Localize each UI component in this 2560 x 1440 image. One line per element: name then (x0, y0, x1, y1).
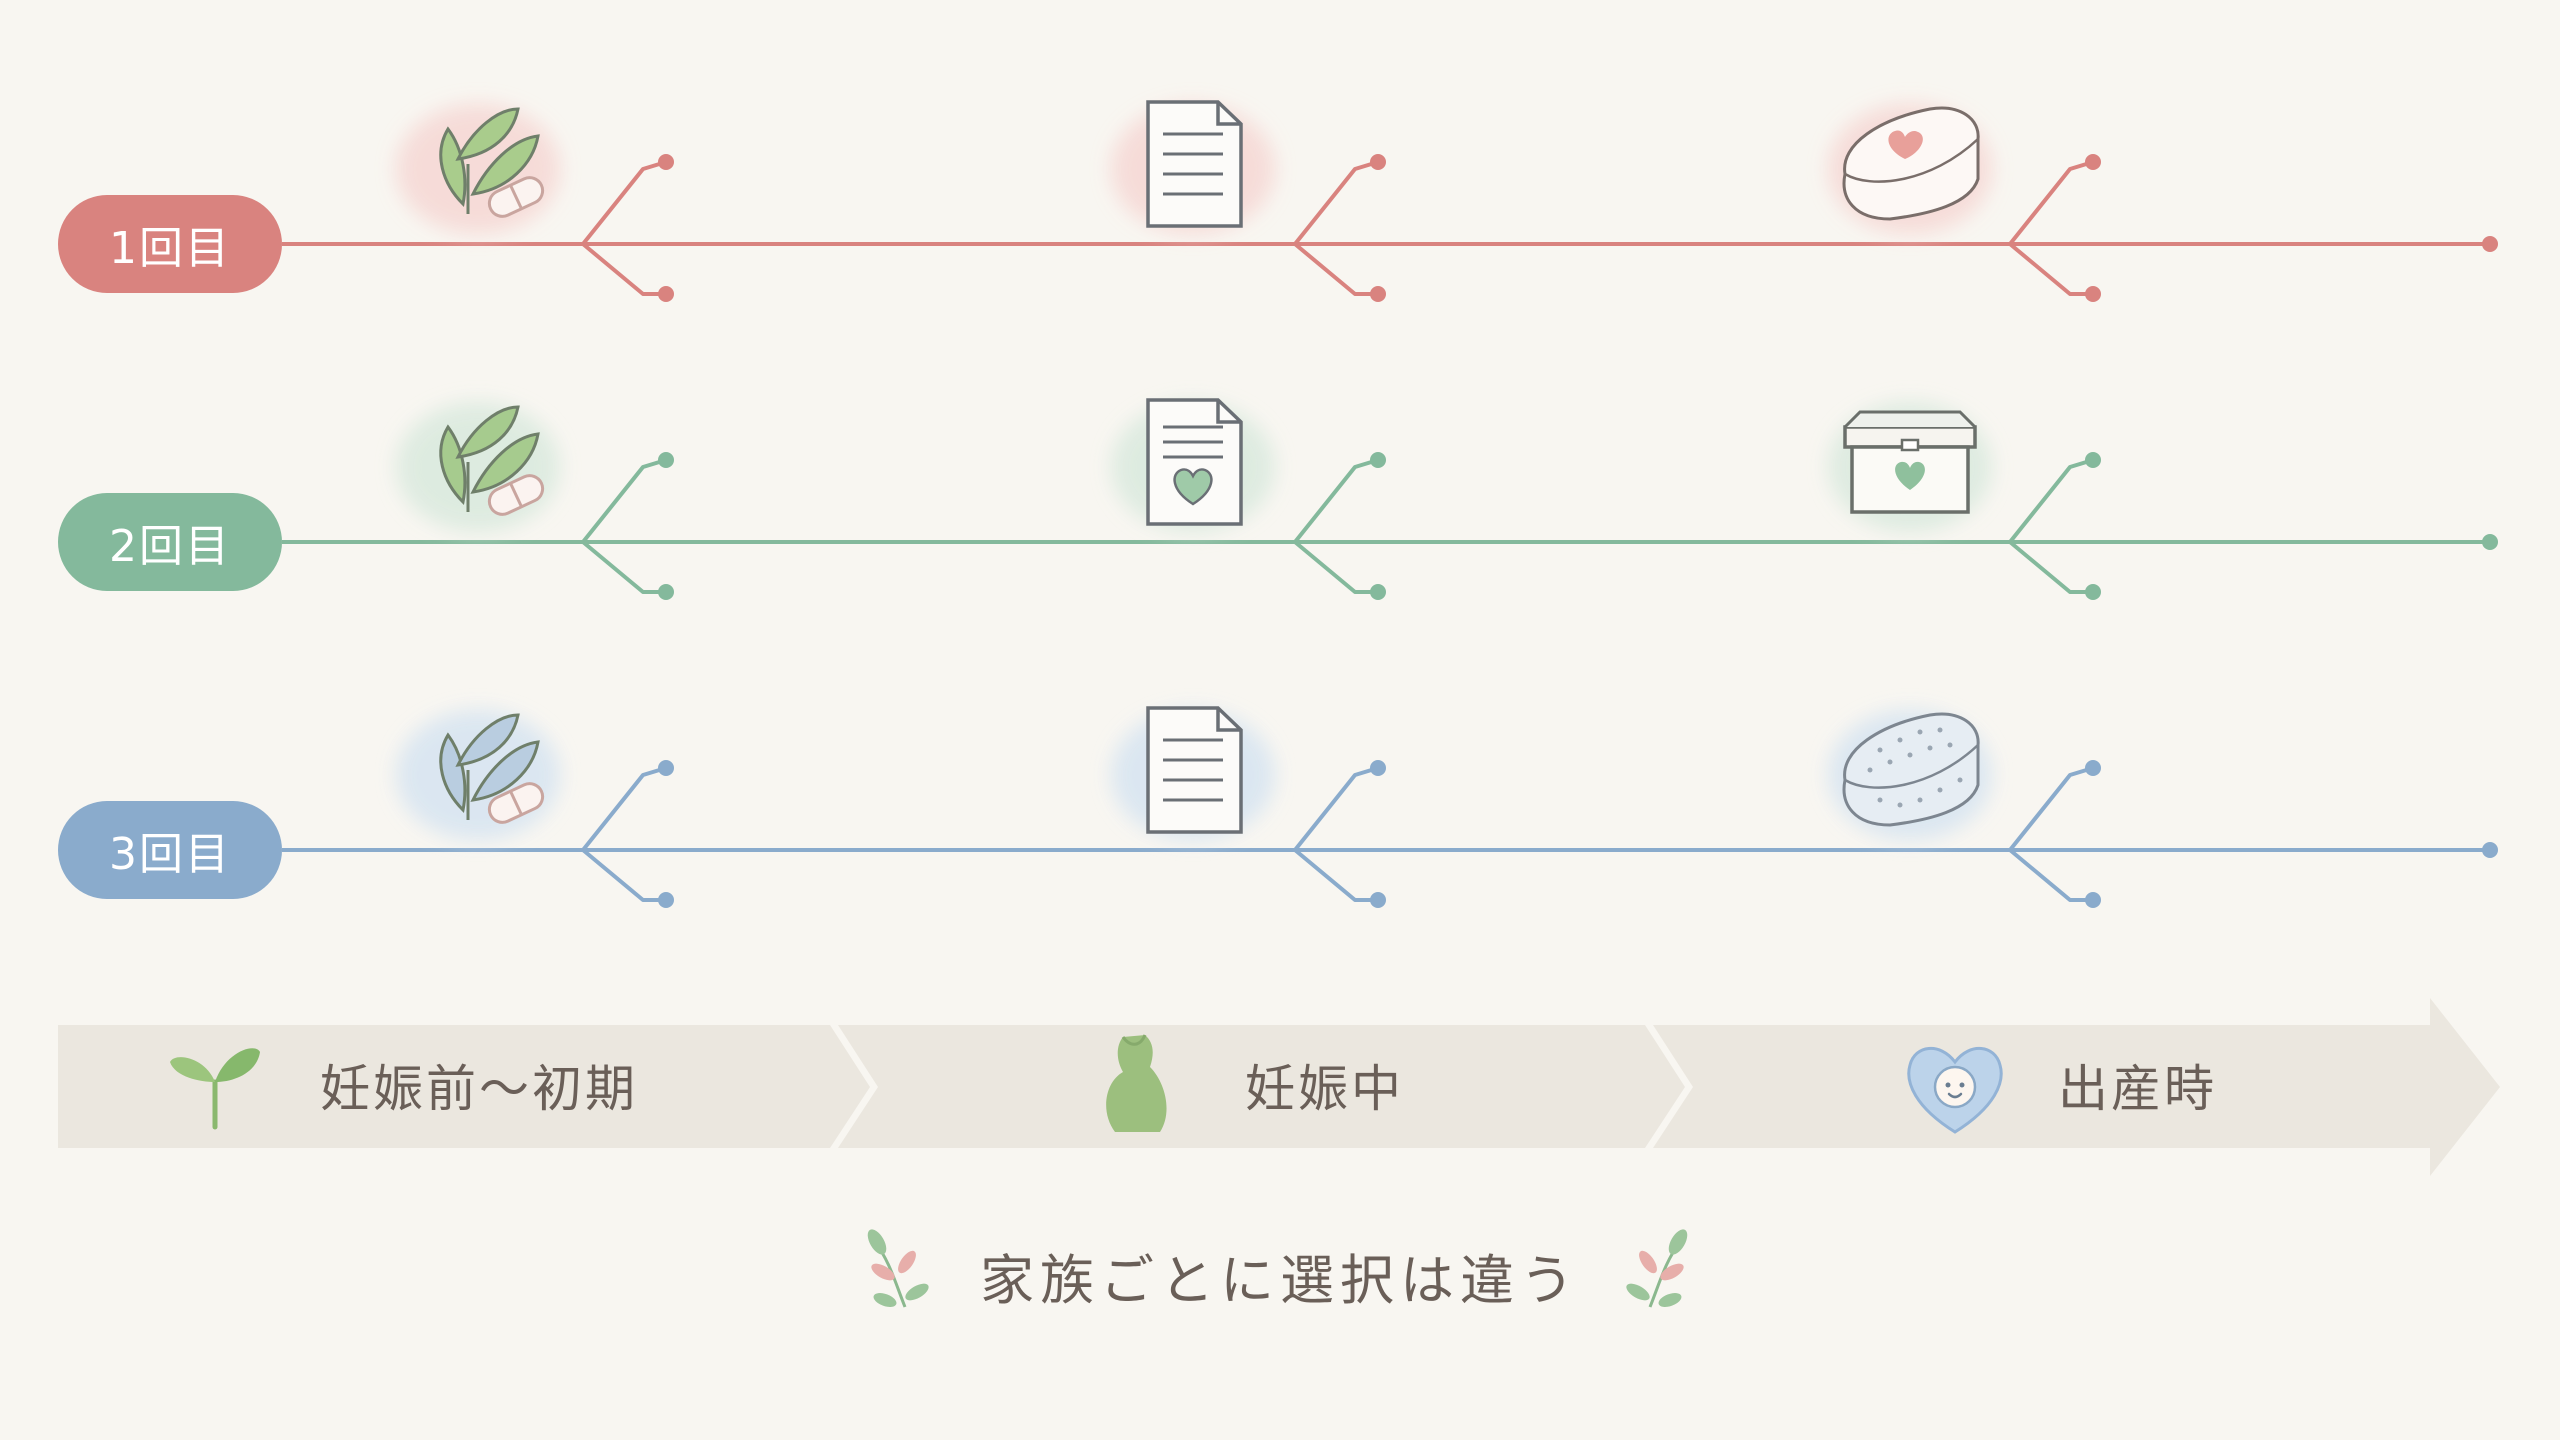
blanket-icon (1828, 710, 1992, 840)
document-icon (1111, 100, 1275, 234)
footer-caption: 家族ごとに選択は違う (980, 1248, 1580, 1312)
stage-band-segment-3 (1653, 998, 2500, 1176)
baby-heart-icon (1907, 1046, 2003, 1134)
lane-end-dot-2 (2482, 534, 2498, 550)
leaf-capsule-icon (396, 402, 560, 532)
sprig-left-icon (867, 1229, 929, 1308)
lane-1-branch-2 (1293, 154, 1386, 302)
lane-label-3: 3回目 (58, 801, 282, 899)
lane-1-branch-3 (2008, 154, 2101, 302)
lane-1-branch-1 (581, 154, 674, 302)
lane-end-dot-1 (2482, 236, 2498, 252)
stage-label-birth: 出産時 (2058, 1060, 2217, 1118)
document-icon (1111, 706, 1275, 840)
leaf-capsule-icon (396, 710, 560, 840)
lane-end-dot-3 (2482, 842, 2498, 858)
lane-2-branch-3 (2008, 452, 2101, 600)
stage-band-segment-2 (838, 1025, 1685, 1148)
stage-label-during: 妊娠中 (1245, 1060, 1404, 1118)
lane-3-branch-3 (2008, 760, 2101, 908)
maternity-silhouette-icon (1106, 1034, 1167, 1132)
stage-label-pre-early: 妊娠前〜初期 (320, 1060, 638, 1118)
lane-label-1: 1回目 (58, 195, 282, 293)
box-heart-icon (1828, 402, 1992, 532)
sprout-icon (170, 1048, 260, 1130)
lane-2-branch-1 (581, 452, 674, 600)
lane-label-2: 2回目 (58, 493, 282, 591)
lane-3-branch-1 (581, 760, 674, 908)
document-heart-icon (1111, 398, 1275, 532)
stage-band-segment-1 (58, 1025, 870, 1148)
sprig-right-icon (1626, 1229, 1688, 1308)
towel-heart-icon (1828, 104, 1992, 234)
stage-band (58, 998, 2500, 1176)
lane-2-branch-2 (1293, 452, 1386, 600)
lane-3-branch-2 (1293, 760, 1386, 908)
leaf-capsule-icon (396, 104, 560, 234)
